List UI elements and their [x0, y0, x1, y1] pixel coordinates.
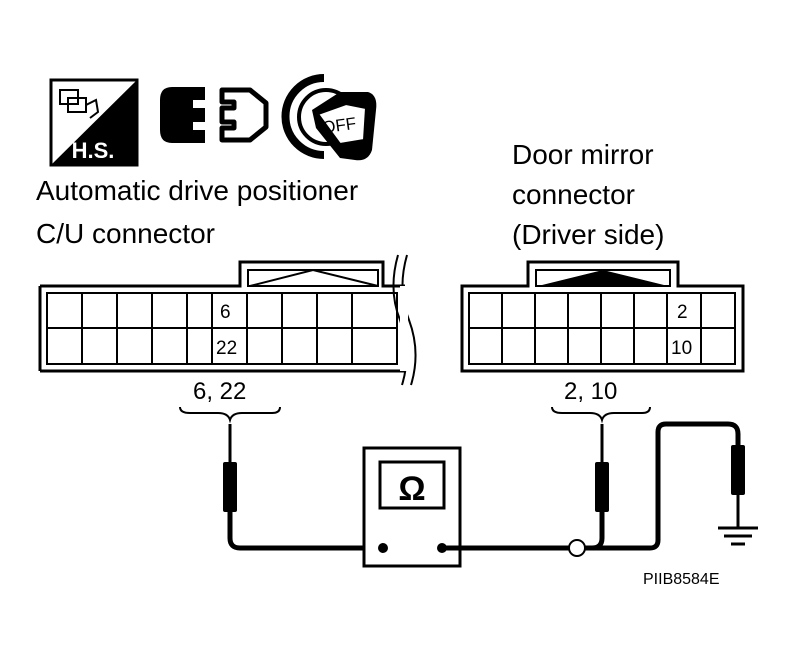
- right-pin-top: 2: [677, 302, 688, 323]
- left-probe-label: 6, 22: [193, 378, 246, 405]
- left-pin-bottom: 22: [216, 338, 237, 359]
- disconnect-connector-icon: [160, 87, 269, 143]
- ohmmeter: Ω: [362, 446, 462, 568]
- left-pin-top: 6: [220, 302, 231, 323]
- left-connector-title-1: Automatic drive positioner: [36, 175, 358, 206]
- right-connector-title-2: connector: [512, 179, 635, 210]
- left-connector: [38, 254, 417, 386]
- ohm-symbol: Ω: [398, 470, 425, 508]
- left-brace: [179, 406, 281, 424]
- connector-lock-tab: [538, 270, 668, 286]
- figure-code: PIIB8584E: [643, 571, 720, 588]
- ground-icon: [718, 526, 758, 546]
- right-connector-title-3: (Driver side): [512, 219, 664, 250]
- off-label: OFF: [321, 114, 357, 138]
- hs-label: H.S.: [72, 138, 115, 163]
- hs-harness-icon: H.S.: [49, 78, 139, 167]
- ignition-off-icon: OFF: [281, 74, 377, 161]
- left-test-lead: [223, 424, 383, 551]
- right-connector-title-1: Door mirror: [512, 139, 654, 170]
- left-connector-title-2: C/U connector: [36, 218, 215, 249]
- right-brace: [551, 406, 651, 424]
- right-test-lead: [442, 421, 745, 557]
- right-pin-bottom: 10: [671, 338, 692, 359]
- right-probe-label: 2, 10: [564, 378, 617, 405]
